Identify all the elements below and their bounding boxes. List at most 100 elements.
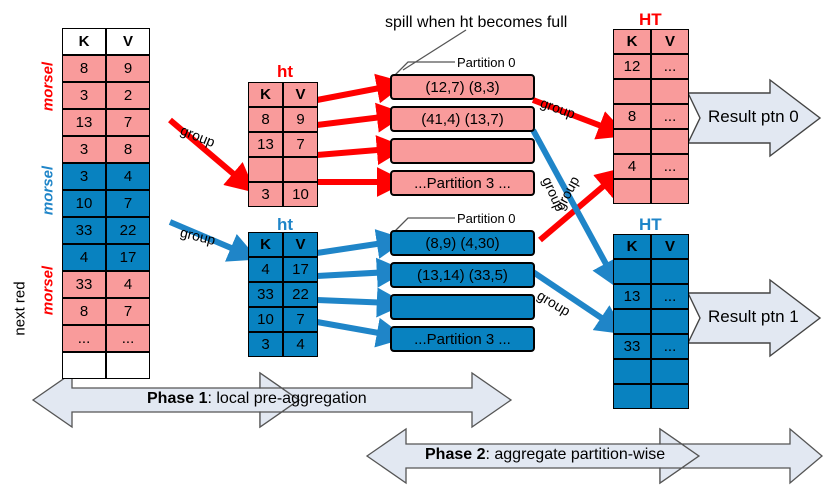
phase1-arrow-shape-right (259, 371, 513, 429)
table-cell (613, 179, 651, 204)
table-cell: 10 (248, 307, 283, 332)
table-cell: 7 (283, 307, 318, 332)
table-cell: 4 (613, 154, 651, 179)
arrow-ht-blue-part-0 (316, 229, 407, 259)
table-cell: 12 (613, 54, 651, 79)
table-cell: ... (651, 104, 689, 129)
table-cell: 33 (613, 334, 651, 359)
phase2-label: Phase 2: aggregate partition-wise (425, 446, 665, 464)
table-cell (651, 384, 689, 409)
table-cell: 33 (62, 271, 106, 298)
table-cell: ... (651, 54, 689, 79)
table-cell (613, 129, 651, 154)
table-cell (248, 157, 283, 182)
partition-bar-2 (390, 294, 535, 320)
table-cell: 3 (62, 82, 106, 109)
table-row: 12... (613, 54, 689, 79)
partition-bars-blue: (8,9) (4,30)(13,14) (33,5)...Partition 3… (390, 230, 535, 358)
table-cell (62, 352, 106, 379)
arrow-ht-red-part-0 (316, 73, 407, 104)
spill-note: spill when ht becomes full (385, 14, 568, 31)
table-row (248, 157, 318, 182)
table-cell: 4 (106, 271, 150, 298)
table-cell (613, 259, 651, 284)
column-header-k: K (613, 234, 651, 259)
table-row (613, 359, 689, 384)
table-cell (651, 259, 689, 284)
arrow-ht-red-part-1 (316, 102, 407, 133)
table-cell: 3 (62, 163, 106, 190)
table-row: 8... (613, 104, 689, 129)
table-cell: 33 (62, 217, 106, 244)
table-cell: 4 (106, 163, 150, 190)
table-row (613, 79, 689, 104)
table-cell (651, 309, 689, 334)
morsel-label-2: morsel (39, 165, 57, 216)
table-cell (613, 79, 651, 104)
phase1-bold: Phase 1 (147, 390, 208, 407)
table-cell (613, 309, 651, 334)
table-cell: 3 (248, 332, 283, 357)
table-cell (283, 157, 318, 182)
table-row: 13... (613, 284, 689, 309)
table-row (62, 352, 150, 379)
table-cell (651, 79, 689, 104)
morsel-label-3: morsel (39, 265, 57, 316)
table-cell: 9 (106, 55, 150, 82)
table-cell: 3 (62, 136, 106, 163)
morsel-label-1: morsel (39, 61, 57, 112)
table-cell: 10 (62, 190, 106, 217)
table-cell: 17 (283, 257, 318, 282)
table-cell (651, 179, 689, 204)
table-cell: ... (106, 325, 150, 352)
table-cell: 4 (248, 257, 283, 282)
table-cell: 13 (62, 109, 106, 136)
table-cell: 7 (106, 298, 150, 325)
table-cell (651, 129, 689, 154)
table-cell: 13 (248, 132, 283, 157)
result-ptn1-label: Result ptn 1 (708, 307, 799, 326)
phase2-rest: : aggregate partition-wise (485, 446, 666, 463)
table-cell (651, 359, 689, 384)
table-cell: 13 (613, 284, 651, 309)
table-cell: ... (62, 325, 106, 352)
column-header-v: V (283, 232, 318, 257)
next-red-label: next red (11, 281, 29, 336)
partition-bars-red: (12,7) (8,3)(41,4) (13,7)...Partition 3 … (390, 74, 535, 202)
table-cell: ... (651, 154, 689, 179)
arrow-ht-blue-part-2 (316, 287, 407, 318)
table-row: 4... (613, 154, 689, 179)
arrow-ht-blue-part-1 (316, 257, 407, 288)
table-cell: ... (651, 284, 689, 309)
table-row (613, 129, 689, 154)
table-cell: 22 (106, 217, 150, 244)
table-cell: 4 (62, 244, 106, 271)
table-cell: 7 (106, 190, 150, 217)
table-cell: 7 (283, 132, 318, 157)
table-cell: 8 (613, 104, 651, 129)
partition-bar-3: ...Partition 3 ... (390, 326, 535, 352)
ht-blue-title: ht (277, 215, 294, 234)
result-ptn0-arrow-shape (686, 78, 822, 158)
arrow-input-to-ht-blue (168, 219, 259, 262)
table-cell: 8 (248, 107, 283, 132)
table-cell: 17 (106, 244, 150, 271)
HT-red-title: HT (639, 10, 662, 29)
arrow-partred1-to-HTblue (530, 128, 621, 290)
table-row (613, 259, 689, 284)
arrow-ht-red-part-2 (316, 135, 407, 166)
table-row (613, 309, 689, 334)
arrow-partblue1-to-HTblue (531, 269, 626, 335)
